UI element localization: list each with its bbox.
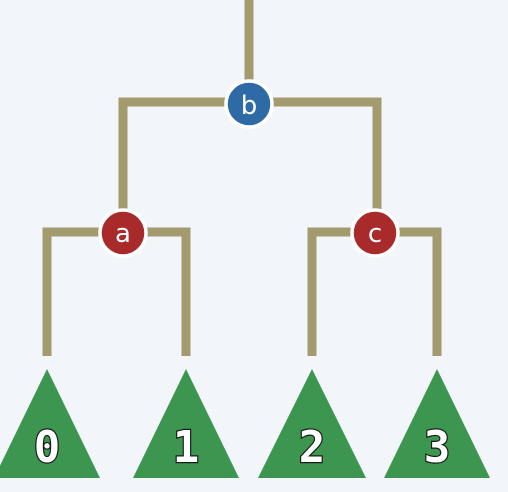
leaf-0-label: 0	[34, 422, 61, 473]
edge-b-to-a	[118, 97, 249, 232]
tree-edges	[42, 0, 442, 356]
node-c-label: c	[368, 219, 382, 249]
leaf-2-label: 2	[299, 422, 326, 473]
leaf-3: 3	[384, 369, 490, 478]
node-b-label: b	[241, 91, 258, 121]
node-c-circle	[350, 208, 400, 258]
node-a-circle	[98, 208, 148, 258]
node-c: c	[350, 208, 400, 258]
node-b: b	[224, 79, 274, 129]
node-a-label: a	[115, 219, 131, 249]
edge-a-to-leaf-0	[42, 227, 123, 356]
leaf-1: 1	[133, 369, 239, 478]
leaf-0-triangle	[0, 369, 100, 478]
edge-b-to-c	[249, 97, 382, 232]
leaf-3-triangle	[384, 369, 490, 478]
node-a: a	[98, 208, 148, 258]
leaf-1-label: 1	[173, 422, 200, 473]
leaf-3-label: 3	[424, 422, 451, 473]
node-b-circle	[224, 79, 274, 129]
leaf-2-triangle	[258, 369, 366, 478]
leaf-2: 2	[258, 369, 366, 478]
leaf-1-triangle	[133, 369, 239, 478]
leaf-0: 0	[0, 369, 100, 478]
